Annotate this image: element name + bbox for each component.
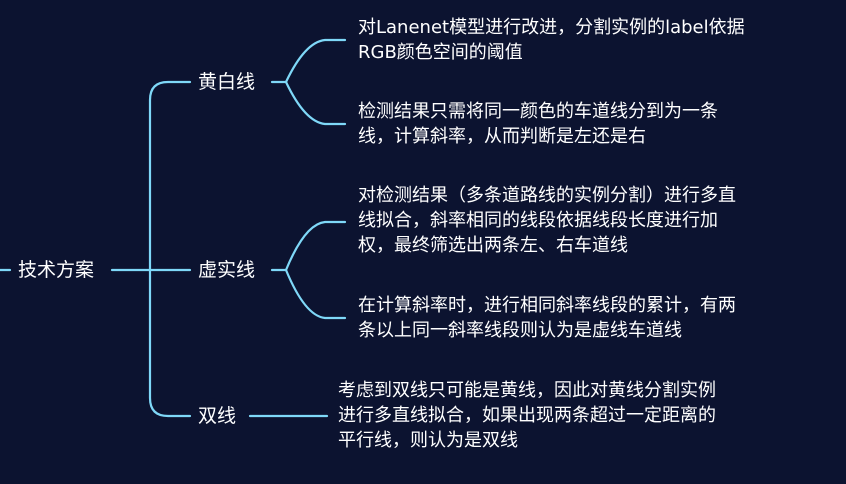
leaf-text-line: 平行线，则认为是双线	[338, 430, 518, 451]
root-node-label: 技术方案	[18, 259, 95, 281]
leaf-text-line: RGB颜色空间的阈值	[358, 42, 523, 63]
leaf-node-yellow-white-2[interactable]: 检测结果只需将同一颜色的车道线分到为一条 线，计算斜率，从而判断是左还是右	[358, 99, 718, 149]
branch-node-double-line[interactable]: 双线	[198, 404, 236, 428]
leaf-text-line: 条以上同一斜率线段则认为是虚线车道线	[358, 320, 682, 341]
leaf-node-yellow-white-1[interactable]: 对Lanenet模型进行改进，分割实例的label依据 RGB颜色空间的阈值	[358, 15, 745, 65]
leaf-text-line: 对检测结果（多条道路线的实例分割）进行多直	[358, 185, 736, 206]
leaf-text-line: 线拟合，斜率相同的线段依据线段长度进行加	[358, 210, 718, 231]
leaf-text-line: 在计算斜率时，进行相同斜率线段的累计，有两	[358, 295, 736, 316]
leaf-text-line: 检测结果只需将同一颜色的车道线分到为一条	[358, 101, 718, 122]
leaf-text-line: 权，最终筛选出两条左、右车道线	[358, 235, 628, 256]
leaf-node-double-line-1[interactable]: 考虑到双线只可能是黄线，因此对黄线分割实例 进行多直线拟合，如果出现两条超过一定…	[338, 378, 716, 453]
leaf-node-dashed-solid-1[interactable]: 对检测结果（多条道路线的实例分割）进行多直 线拟合，斜率相同的线段依据线段长度进…	[358, 183, 736, 258]
branch-node-yellow-white[interactable]: 黄白线	[198, 70, 255, 94]
connector-root-to-branch-1	[148, 80, 192, 272]
connector-root-to-branch-3	[148, 268, 192, 418]
connector-branch-2-leaf-2	[284, 268, 347, 320]
branch-node-label: 双线	[198, 405, 237, 427]
branch-node-dashed-solid[interactable]: 虚实线	[198, 258, 255, 282]
branch-node-label: 虚实线	[198, 259, 256, 281]
leaf-text-line: 进行多直线拟合，如果出现两条超过一定距离的	[338, 405, 716, 426]
connector-branch-1-leaf-1	[284, 38, 347, 84]
connector-branch-2-leaf-1	[284, 220, 347, 272]
leaf-text-line: 线，计算斜率，从而判断是左还是右	[358, 126, 646, 147]
branch-node-label: 黄白线	[198, 71, 256, 93]
root-node[interactable]: 技术方案	[18, 258, 94, 282]
connector-branch-1-leaf-2	[284, 80, 347, 126]
leaf-text-line: 考虑到双线只可能是黄线，因此对黄线分割实例	[338, 380, 716, 401]
leaf-node-dashed-solid-2[interactable]: 在计算斜率时，进行相同斜率线段的累计，有两 条以上同一斜率线段则认为是虚线车道线	[358, 293, 736, 343]
leaf-text-line: 对Lanenet模型进行改进，分割实例的label依据	[358, 17, 745, 38]
